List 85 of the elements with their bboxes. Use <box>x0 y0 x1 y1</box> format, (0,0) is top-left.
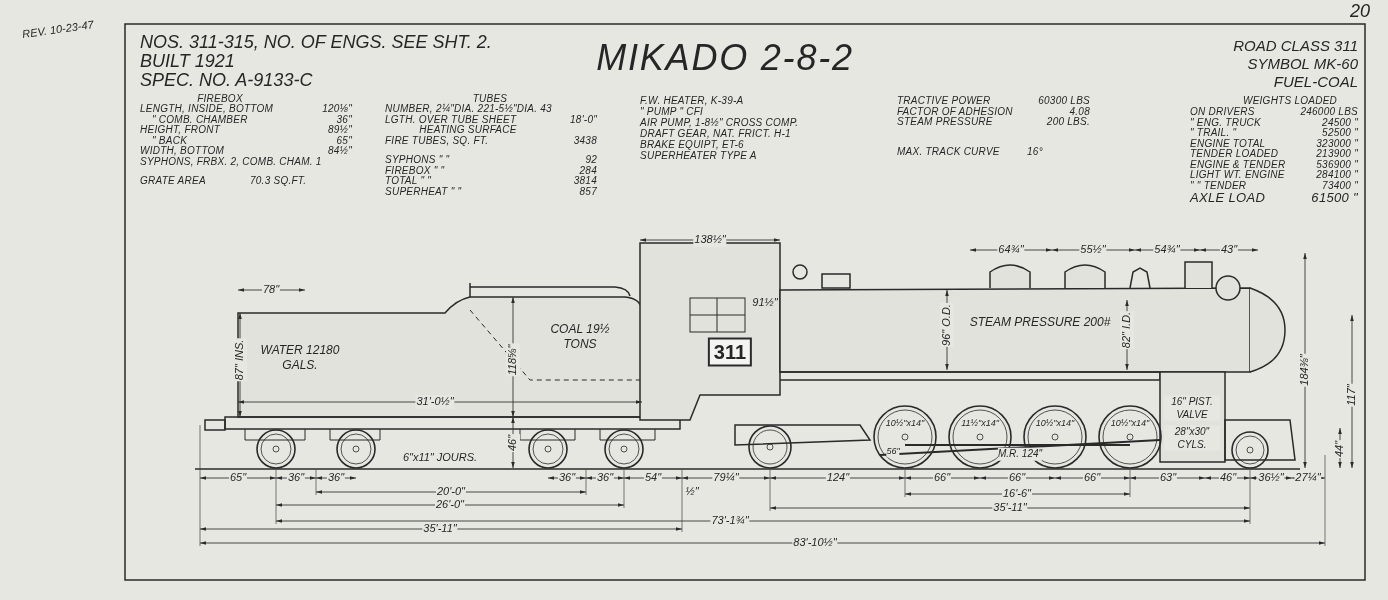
spec-text: BRAKE EQUIPT, ET-6 <box>640 138 744 151</box>
spec-text: " TRAIL. " <box>1190 126 1237 139</box>
bunker-label: COAL 19½ TONS <box>549 322 611 352</box>
spec-text: ENGINE & TENDER <box>1190 158 1286 170</box>
spec-value: 323000 " <box>1316 137 1358 149</box>
table-heading: TUBES <box>472 92 508 104</box>
spec-text: NUMBER, 2¼"DIA. 221-5½"DIA. 43 <box>385 102 552 115</box>
spec-value: 92 <box>585 153 597 166</box>
spec-value: 84½" <box>328 144 352 158</box>
journal-label: 6"x11" JOURS. <box>402 451 478 465</box>
spec-value: 70.3 SQ.FT. <box>250 174 307 188</box>
spec-text: TENDER LOADED <box>1190 147 1279 160</box>
spec-value: 73400 " <box>1322 179 1358 192</box>
tank-label: WATER 12180 GALS. <box>259 343 341 373</box>
dimension-label: 138½" <box>693 233 727 247</box>
spec-value: 284 <box>579 164 597 176</box>
spec-text: " BACK <box>152 134 188 146</box>
spec-value: 246000 LBS <box>1300 105 1358 118</box>
spec-value: 60300 LBS <box>1038 94 1090 107</box>
spec-text: SUPERHEATER TYPE A <box>640 149 757 163</box>
wheel-size-label: 56" <box>886 446 900 458</box>
spec-value: 16° <box>1027 145 1043 159</box>
dimension-label: 87" INS. <box>233 338 247 382</box>
spec-text: HEIGHT, FRONT <box>140 123 221 136</box>
spec-value: 36" <box>336 113 352 125</box>
spec-text: MAX. TRACK CURVE <box>897 145 1000 159</box>
spec-value: 52500 " <box>1322 126 1358 139</box>
spec-text: " " TENDER <box>1190 179 1247 192</box>
spec-text: TOTAL " " <box>385 174 432 187</box>
spec-value: 89½" <box>328 123 352 136</box>
spec-value: 213900 " <box>1316 147 1358 160</box>
spec-value: 3814 <box>573 174 597 187</box>
sheet-number: 20 <box>1350 0 1370 23</box>
table-heading: WEIGHTS LOADED <box>1242 94 1338 107</box>
table-heading: HEATING SURFACE <box>419 123 517 136</box>
spec-text: GRATE AREA <box>140 174 206 188</box>
spec-value: 65" <box>336 134 352 146</box>
spec-value: 120⅛" <box>322 102 352 115</box>
spec-heading: ROAD CLASS 311 <box>1233 36 1358 56</box>
dimension-label: 96" O.D. <box>940 303 954 347</box>
spec-value: 3438 <box>573 134 597 147</box>
boiler-label: STEAM PRESSURE 200# <box>968 314 1112 330</box>
spec-heading: FUEL-COAL <box>1273 72 1358 92</box>
spec-heading: SYMBOL MK-60 <box>1247 54 1358 74</box>
drawing-title: MIKADO 2-8-2 <box>596 36 854 80</box>
spec-value: 857 <box>579 185 597 198</box>
spec-text: FACTOR OF ADHESION <box>897 105 1013 117</box>
spec-text: ON DRIVERS <box>1190 105 1255 118</box>
spec-value: 200 LBS. <box>1046 115 1090 129</box>
spec-value: 4.08 <box>1069 105 1090 117</box>
dimension-label: 118⅝" <box>506 343 520 377</box>
dimension-label: 91½" <box>752 296 778 310</box>
spec-text: LGTH. OVER TUBE SHEET <box>385 113 517 125</box>
dimension-label: 46" <box>506 433 520 453</box>
spec-text: SYPHONS " " <box>385 153 450 166</box>
spec-value: 284100 " <box>1316 168 1358 181</box>
table-heading: FIREBOX <box>197 92 243 104</box>
revision-note: REV. 10-23-47 <box>21 18 95 42</box>
spec-value: 18'-0" <box>570 113 597 126</box>
spec-text: " COMB. CHAMBER <box>152 113 248 125</box>
spec-text: SUPERHEAT " " <box>385 185 462 198</box>
number-plate: 311 <box>707 337 753 367</box>
spec-text: TRACTIVE POWER <box>897 94 991 107</box>
cylinder-label: 28"x30" CYLS. <box>1164 425 1220 451</box>
spec-text: F.W. HEATER, K-39-A <box>640 94 744 107</box>
spec-text: LIGHT WT. ENGINE <box>1190 168 1285 181</box>
spec-text: ENGINE TOTAL <box>1190 137 1266 149</box>
dimension-label: 31'-0½" <box>415 395 455 409</box>
spec-text: WIDTH, BOTTOM <box>140 144 225 157</box>
spec-text: FIREBOX " " <box>385 164 445 176</box>
spec-text: AIR PUMP, 1-8½" CROSS COMP. <box>640 116 799 129</box>
spec-text: " ENG. TRUCK <box>1190 116 1261 128</box>
spec-text: FIRE TUBES, SQ. FT. <box>385 134 489 147</box>
spec-text: SYPHONS, FRBX. 2, COMB. CHAM. 1 <box>140 155 322 168</box>
spec-text: AXLE LOAD <box>1190 189 1266 207</box>
spec-value: 536900 " <box>1316 158 1358 170</box>
dimension-label: 82" I.D. <box>1120 310 1134 350</box>
spec-value: 24500 " <box>1322 116 1358 128</box>
spec-value: 61500 " <box>1311 189 1358 207</box>
valve-label: 16" PIST. VALVE <box>1164 395 1220 421</box>
spec-text: LENGTH, INSIDE, BOTTOM <box>140 102 274 115</box>
rod-label: M.R. 124" <box>997 447 1043 461</box>
spec-text: " PUMP " CFI <box>640 105 704 118</box>
spec-text: STEAM PRESSURE <box>897 115 993 129</box>
spec-text: DRAFT GEAR, NAT. FRICT. H-1 <box>640 127 791 140</box>
